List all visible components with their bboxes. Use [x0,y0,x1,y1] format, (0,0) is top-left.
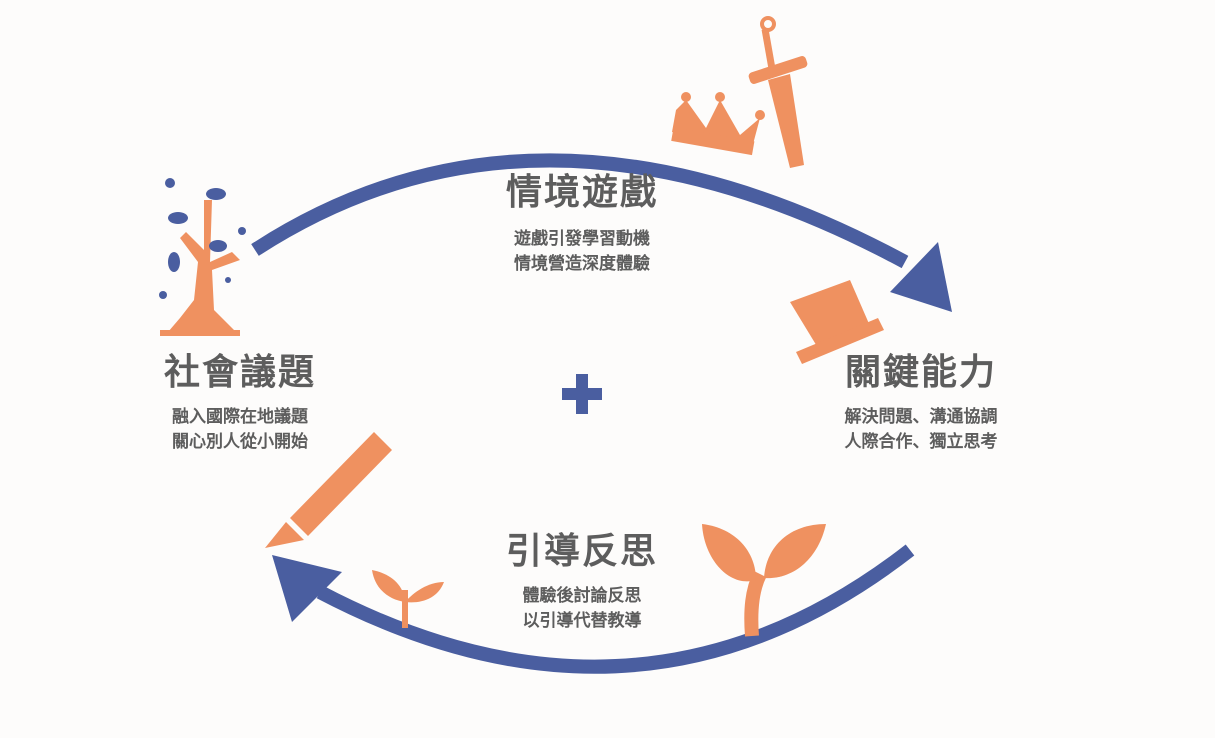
center-plus-icon [562,374,602,414]
left-node-line-2: 關心別人從小開始 [172,432,308,452]
left-node-line-1: 融入國際在地議題 [172,407,308,427]
right-node-line-1: 解決問題、溝通協調 [844,407,998,427]
right-node-description: 解決問題、溝通協調 人際合作、獨立思考 [845,405,998,455]
top-cycle-arrow [251,153,909,269]
bottom-node-line-2: 以引導代替教導 [522,611,642,631]
top-node-title: 情境遊戲 [505,172,659,213]
top-hat-icon [790,280,884,364]
bottom-node-description: 體驗後討論反思 以引導代替教導 [523,584,642,634]
sprout-small-icon [372,570,444,628]
right-node-title: 關鍵能力 [844,352,998,393]
sword-icon [748,16,808,168]
top-node-line-2: 情境營造深度體驗 [514,254,650,274]
crown-icon [671,92,765,156]
pencil-icon [265,432,392,548]
top-arrowhead [890,242,952,312]
top-node-description: 遊戲引發學習動機 情境營造深度體驗 [514,227,650,277]
bottom-arrowhead [272,555,342,622]
bottom-cycle-arrow [316,544,915,674]
tree-icon [159,178,246,336]
bottom-node-title: 引導反思 [505,531,659,572]
sprout-large-icon [702,524,826,637]
left-node-title: 社會議題 [163,352,317,393]
bottom-node-line-1: 體驗後討論反思 [522,586,642,606]
left-node-description: 融入國際在地議題 關心別人從小開始 [172,405,308,455]
right-node-line-2: 人際合作、獨立思考 [844,432,998,452]
top-node-line-1: 遊戲引發學習動機 [514,229,650,249]
